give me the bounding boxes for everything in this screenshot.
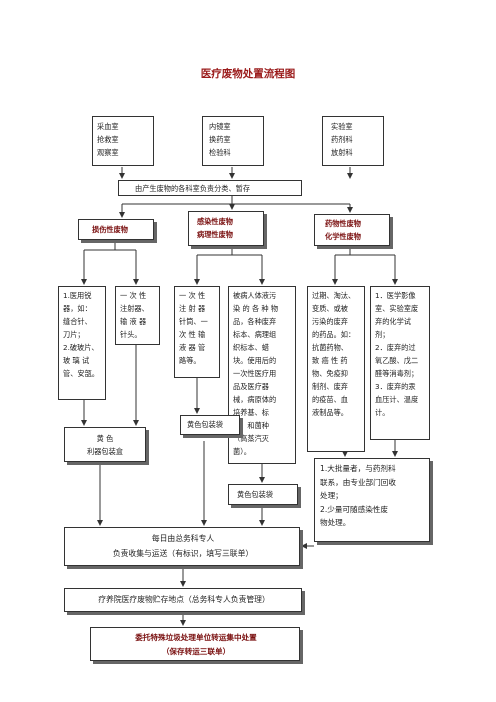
detail-chemical-drugs: 过期、淘汰、 变质、或被 污染的废弃 的药品。如： 抗菌药物、 致 癌 性 药 … bbox=[307, 286, 365, 452]
chemical-handling-box: 1.大批量者，与药剂科 联系，由专业部门回收 处理； 2.少量可随感染性废 物处… bbox=[314, 458, 430, 542]
classify-text: 由产生废物的各科室负责分类、暂存 bbox=[135, 184, 251, 193]
chemical-handling-text: 1.大批量者，与药剂科 联系，由专业部门回收 处理； 2.少量可随感染性废 物处… bbox=[320, 464, 396, 528]
category-sharps: 损伤性废物 bbox=[78, 219, 154, 240]
detail-infectious-items-text: 被病人体液污 染 的 各 种 物 品，各种废弃 标本、病理组 织标本、蜡 块。使… bbox=[233, 291, 279, 456]
final-disposal-text: 委托特殊垃圾处理单位转运集中处置 （保存转运三联单） bbox=[135, 633, 257, 656]
dept-list-lab: 实验室 药剂科 放射科 bbox=[331, 122, 353, 157]
yellow-bag-label-2: 黄色包装袋 bbox=[237, 490, 273, 499]
category-chemical-label: 药物性废物 化学性废物 bbox=[325, 219, 361, 241]
collection-text: 每日由总务科专人 负责收集与运送（有标识，填写三联单） bbox=[112, 534, 254, 558]
yellow-bag-box-2: 黄色包装袋 bbox=[228, 484, 298, 505]
sharps-container-box: 黄 色 利器包装盒 bbox=[64, 427, 146, 462]
final-disposal-box: 委托特殊垃圾处理单位转运集中处置 （保存转运三联单） bbox=[90, 627, 300, 661]
detail-sharps-disposable-text: 一 次 性 注射器、 输 液 器 针头。 bbox=[120, 291, 149, 339]
dept-list-blood: 采血室 抢救室 观察室 bbox=[97, 122, 119, 157]
detail-infectious-disposable-text: 一 次 性 注 射 器 针筒、一 次 性 输 液 器 管 路等。 bbox=[179, 291, 208, 365]
page-title: 医疗废物处置流程图 bbox=[200, 68, 296, 80]
dept-list-endoscopy: 内镜室 换药室 检验科 bbox=[209, 122, 231, 157]
dept-box-lab: 实验室 药剂科 放射科 bbox=[322, 116, 384, 166]
detail-sharps-items-text: 1.医用锐 器，如： 缝合针、 刀片； 2.破玻片、 玻 璃 试 管、安瓿。 bbox=[63, 291, 99, 378]
storage-text: 疗养院医疗废物贮存地点（总务科专人负责管理） bbox=[98, 595, 270, 604]
detail-chemical-reagents: 1．医学影像 室、实验室废 弃的化学试 剂； 2．废弃的过 氧乙酸、戊二 醛等消… bbox=[370, 286, 430, 440]
category-sharps-label: 损伤性废物 bbox=[92, 225, 128, 234]
classify-box: 由产生废物的各科室负责分类、暂存 bbox=[118, 180, 302, 196]
detail-infectious-disposable: 一 次 性 注 射 器 针筒、一 次 性 输 液 器 管 路等。 bbox=[174, 286, 220, 378]
category-infectious-label: 感染性废物 病理性废物 bbox=[197, 217, 233, 239]
yellow-bag-box-1: 黄色包装袋 bbox=[180, 415, 240, 435]
detail-sharps-disposable: 一 次 性 注射器、 输 液 器 针头。 bbox=[115, 286, 160, 345]
collection-box: 每日由总务科专人 负责收集与运送（有标识，填写三联单） bbox=[64, 527, 300, 566]
category-infectious: 感染性废物 病理性废物 bbox=[188, 211, 264, 246]
detail-chemical-reagents-text: 1．医学影像 室、实验室废 弃的化学试 剂； 2．废弃的过 氧乙酸、戊二 醛等消… bbox=[375, 291, 419, 417]
detail-sharps-items: 1.医用锐 器，如： 缝合针、 刀片； 2.破玻片、 玻 璃 试 管、安瓿。 bbox=[58, 286, 106, 400]
detail-chemical-drugs-text: 过期、淘汰、 变质、或被 污染的废弃 的药品。如： 抗菌药物、 致 癌 性 药 … bbox=[312, 291, 356, 417]
detail-infectious-items: 被病人体液污 染 的 各 种 物 品，各种废弃 标本、病理组 织标本、蜡 块。使… bbox=[228, 286, 296, 464]
dept-box-blood: 采血室 抢救室 观察室 bbox=[92, 116, 154, 166]
sharps-container-label: 黄 色 利器包装盒 bbox=[87, 434, 123, 456]
dept-box-endoscopy: 内镜室 换药室 检验科 bbox=[202, 116, 264, 166]
yellow-bag-label-1: 黄色包装袋 bbox=[187, 420, 223, 429]
category-chemical: 药物性废物 化学性废物 bbox=[314, 214, 390, 246]
storage-box: 疗养院医疗废物贮存地点（总务科专人负责管理） bbox=[64, 588, 302, 612]
